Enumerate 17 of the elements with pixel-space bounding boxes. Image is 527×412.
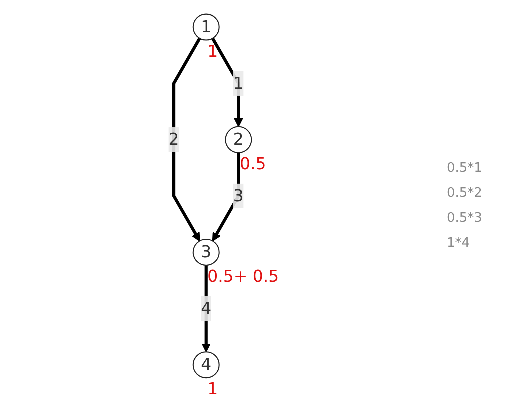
formula-note: 1*4 bbox=[447, 236, 472, 251]
arrow bbox=[172, 37, 201, 242]
node-circle: 1 bbox=[192, 13, 220, 40]
weight-value: 0.5+ 0.5 bbox=[207, 266, 279, 286]
edge-label: 1 bbox=[232, 72, 244, 92]
formula-note: 0.5*2 bbox=[447, 186, 484, 201]
edge-label: 2 bbox=[168, 129, 179, 149]
formula-note: 0.5*1 bbox=[447, 161, 484, 176]
formula-note: 0.5*3 bbox=[447, 211, 484, 226]
node-circle: 2 bbox=[224, 126, 252, 153]
node-circle: 3 bbox=[192, 238, 220, 266]
node-circle: 4 bbox=[192, 351, 220, 378]
weight-value: 1 bbox=[207, 379, 218, 398]
edge-label: 3 bbox=[232, 185, 244, 205]
edge-label: 4 bbox=[200, 298, 212, 318]
weight-value: 1 bbox=[207, 41, 218, 60]
weight-value: 0.5 bbox=[239, 154, 266, 173]
